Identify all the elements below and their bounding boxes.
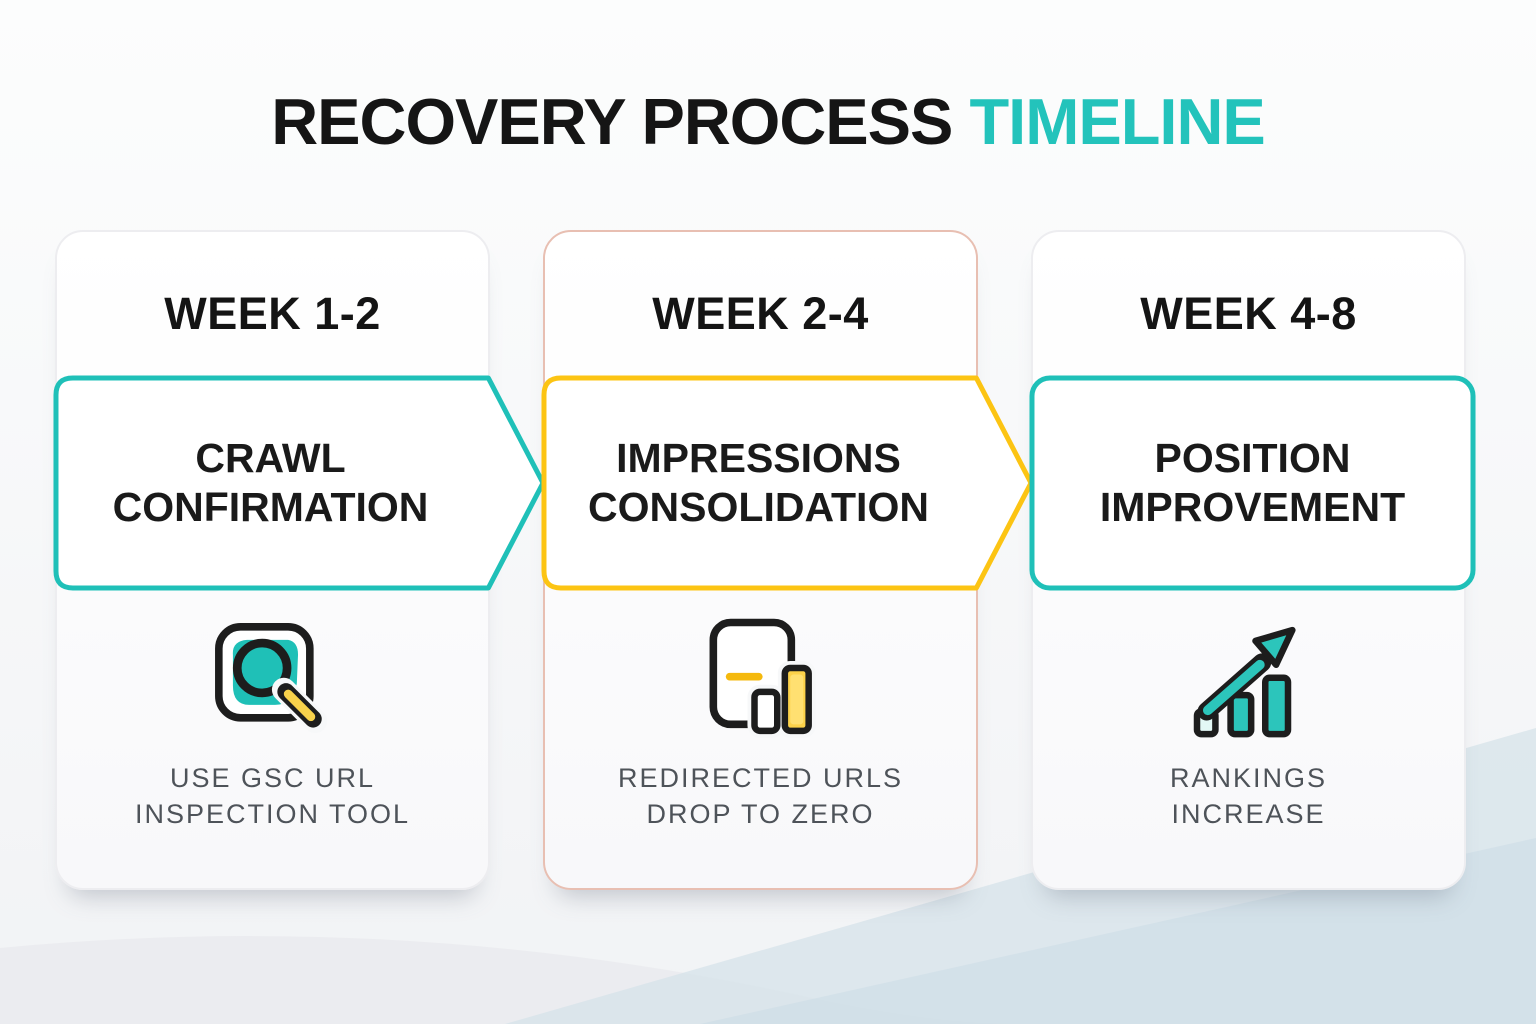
step-caption: RANKINGS INCREASE [1169,763,1328,830]
arrow-banner-shape-yellow [541,375,1034,591]
rising-bar-chart-arrow-icon [1184,616,1314,746]
week-label: WEEK 1-2 [164,288,381,339]
url-inspection-magnifier-icon [208,616,338,746]
arrow-banner-shape-teal [53,375,546,591]
card-week-2-4: WEEK 2-4 IMPRESSIONS CONSOLIDATION [543,230,978,890]
step-banner-position-improvement: POSITION IMPROVEMENT [1029,375,1476,591]
week-label: WEEK 4-8 [1140,288,1357,339]
banner-label: CRAWL CONFIRMATION [112,434,429,530]
title-black-part: RECOVERY PROCESS [271,85,953,158]
title-accent-part: TIMELINE [969,85,1265,158]
step-caption: REDIRECTED URLS DROP TO ZERO [617,763,904,830]
rect-banner-shape-teal [1029,375,1476,591]
week-label: WEEK 2-4 [652,288,869,339]
page-title: RECOVERY PROCESS TIMELINE [0,84,1536,159]
document-bar-chart-icon [696,616,826,746]
banner-label: IMPRESSIONS CONSOLIDATION [588,434,929,530]
step-banner-impressions-consolidation: IMPRESSIONS CONSOLIDATION [541,375,1034,591]
step-banner-crawl-confirmation: CRAWL CONFIRMATION [53,375,546,591]
card-week-1-2: WEEK 1-2 CRAWL CONFIRMATION USE GSC URL … [55,230,490,890]
card-week-4-8: WEEK 4-8 POSITION IMPROVEMENT RANKINGS I… [1031,230,1466,890]
timeline-cards-row: WEEK 1-2 CRAWL CONFIRMATION USE GSC URL … [55,230,1466,890]
banner-label: POSITION IMPROVEMENT [1099,434,1406,530]
step-caption: USE GSC URL INSPECTION TOOL [134,763,411,830]
